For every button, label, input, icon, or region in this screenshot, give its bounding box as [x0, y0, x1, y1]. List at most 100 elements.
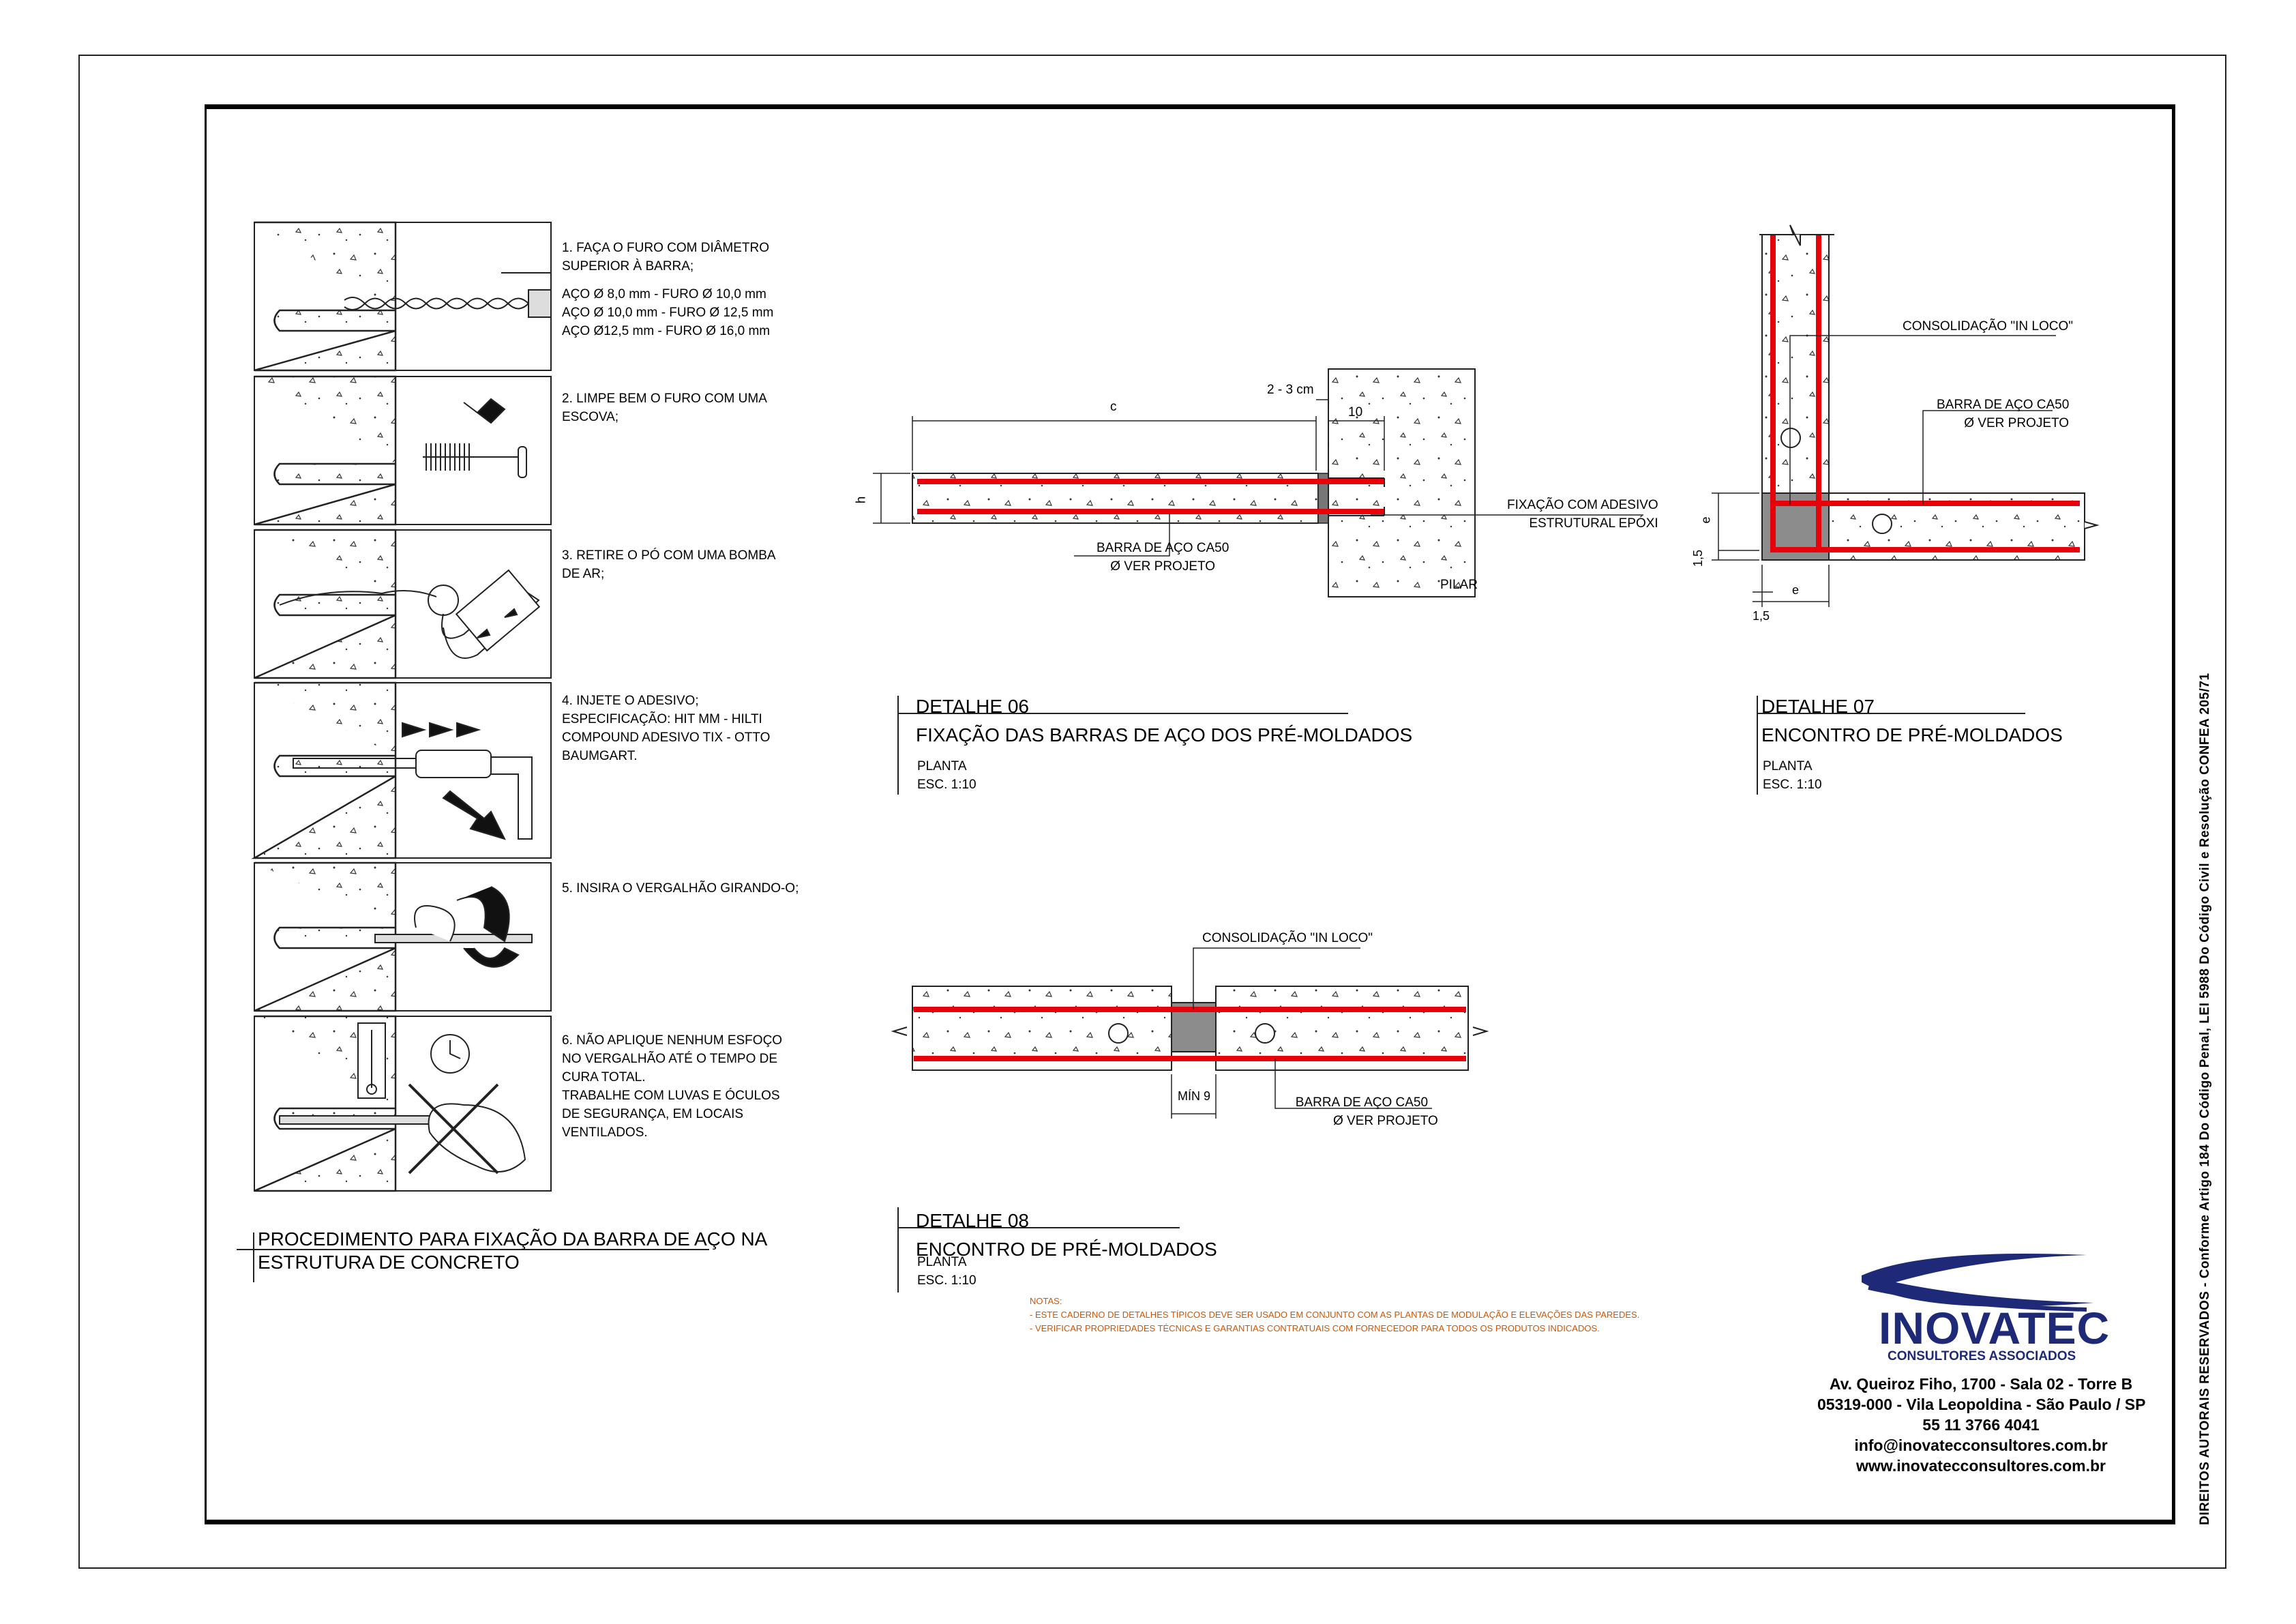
detail06-adhesive-label: FIXAÇÃO COM ADESIVO ESTRUTURAL EPÓXI	[1507, 496, 1658, 533]
detail06-scale: ESC. 1:10	[917, 778, 976, 792]
step-5-line-1: 5. INSIRA O VERGALHÃO GIRANDO-O;	[562, 881, 799, 896]
step-6-line-1: 6. NÃO APLIQUE NENHUM ESFOÇO	[562, 1033, 783, 1048]
inovatec-logo-swoosh	[1862, 1254, 2093, 1312]
company-address-1: Av. Queiroz Fiho, 1700 - Sala 02 - Torre…	[1829, 1375, 2133, 1393]
detail08-title-block: DETALHE 08 ENCONTRO DE PRÉ-MOLDADOS	[916, 1210, 1217, 1267]
detail07-dim-e-vertical: e	[1699, 516, 1713, 524]
detail06-dim-h: h	[854, 496, 869, 504]
procedure-title-line-2: ESTRUTURA DE CONCRETO	[258, 1252, 520, 1273]
step-1-spec-2: AÇO Ø 10,0 mm - FURO Ø 12,5 mm	[562, 306, 774, 320]
detail08-consolidation-label: CONSOLIDAÇÃO "IN LOCO"	[1202, 931, 1373, 945]
drill-icon	[344, 272, 552, 318]
detail06-dim-10: 10	[1348, 405, 1363, 419]
detail07-rebar-horizontal	[1773, 501, 2080, 552]
copyright-notice: DIREITOS AUTORAIS RESERVADOS - Conforme …	[2198, 673, 2212, 1525]
panel-4	[254, 682, 552, 859]
detail07-scale: ESC. 1:10	[1763, 778, 1822, 792]
step-2-line-1: 2. LIMPE BEM O FURO COM UMA	[562, 392, 767, 406]
step-6-line-4: TRABALHE COM LUVAS E ÓCULOS	[562, 1089, 780, 1103]
rotating-bar-icon	[374, 886, 533, 968]
step-1-text: 1. FAÇA O FURO COM DIÂMETRO SUPERIOR À B…	[562, 239, 773, 340]
detail06-adhesive-1: FIXAÇÃO COM ADESIVO	[1507, 498, 1658, 512]
detail08-bar-label-2: Ø VER PROJETO	[1333, 1114, 1438, 1128]
detail07-consolidation-label: CONSOLIDAÇÃO "IN LOCO"	[1903, 319, 2073, 334]
detail06-title: FIXAÇÃO DAS BARRAS DE AÇO DOS PRÉ-MOLDAD…	[916, 724, 1413, 745]
detail07-rebar-vertical	[1770, 235, 1821, 552]
detail08-view-scale: PLANTA ESC. 1:10	[917, 1253, 976, 1290]
notes-title: NOTAS:	[1030, 1296, 1062, 1306]
detail06-bar-label: BARRA DE AÇO CA50 Ø VER PROJETO	[1097, 539, 1229, 576]
detail06-adhesive-2: ESTRUTURAL EPÓXI	[1529, 516, 1658, 531]
panel-2	[254, 376, 552, 525]
detail08-min-label: MÍN 9	[1178, 1089, 1211, 1103]
company-contact: Av. Queiroz Fiho, 1700 - Sala 02 - Torre…	[1817, 1374, 2145, 1476]
detail06-title-block: DETALHE 06 FIXAÇÃO DAS BARRAS DE AÇO DOS…	[916, 696, 1413, 752]
detail07-dimensions	[1712, 335, 2056, 607]
detail08-scale: ESC. 1:10	[917, 1273, 976, 1288]
company-email: info@inovatecconsultores.com.br	[1854, 1436, 2108, 1454]
panel-3	[254, 529, 552, 679]
company-logo-sub: CONSULTORES ASSOCIADOS	[1888, 1349, 2076, 1363]
step-6-text: 6. NÃO APLIQUE NENHUM ESFOÇO NO VERGALHÃ…	[562, 1031, 782, 1142]
step-3-line-2: DE AR;	[562, 567, 605, 581]
no-force-icon	[279, 1022, 526, 1175]
step-1-line-2: SUPERIOR À BARRA;	[562, 259, 694, 274]
note-2: - VERIFICAR PROPRIEDADES TÉCNICAS E GARA…	[1030, 1323, 1600, 1333]
drawing-frame	[205, 104, 2175, 1524]
detail07-view-scale: PLANTA ESC. 1:10	[1763, 757, 1822, 794]
detail08-drawing	[891, 947, 1489, 1119]
detail06-bar-label-2: Ø VER PROJETO	[1110, 559, 1216, 574]
air-pump-icon	[279, 569, 541, 659]
procedure-title-line-1: PROCEDIMENTO PARA FIXAÇÃO DA BARRA DE AÇ…	[258, 1228, 768, 1250]
detail07-label: DETALHE 07	[1761, 696, 1875, 717]
detail06-pilar-label: PILAR	[1440, 578, 1478, 592]
panel-5	[254, 862, 552, 1012]
step-6-line-3: CURA TOTAL.	[562, 1070, 646, 1084]
company-web: www.inovatecconsultores.com.br	[1856, 1457, 2106, 1475]
detail08-rebar	[914, 1007, 1466, 1061]
step-4-line-4: BAUMGART.	[562, 749, 638, 763]
detail08-bar-label-1: BARRA DE AÇO CA50	[1295, 1095, 1429, 1110]
detail07-dim-e-horizontal: e	[1792, 583, 1800, 597]
detail07-drawing	[1712, 224, 2100, 607]
company-logo-name: INOVATEC	[1879, 1303, 2111, 1353]
step-6-line-2: NO VERGALHÃO ATÉ O TEMPO DE	[562, 1052, 778, 1066]
detail07-bar-label-1: BARRA DE AÇO CA50	[1937, 398, 2070, 412]
detail06-dim-gap: 2 - 3 cm	[1267, 383, 1314, 397]
detail07-bar-label: BARRA DE AÇO CA50 Ø VER PROJETO	[1937, 396, 2069, 432]
step-4-line-2: ESPECIFICAÇÃO: HIT MM - HILTI	[562, 712, 762, 726]
detail07-dim-15-horizontal: 1,5	[1753, 609, 1770, 623]
step-4-line-3: COMPOUND ADESIVO TIX - OTTO	[562, 730, 771, 745]
step-3-line-1: 3. RETIRE O PÓ COM UMA BOMBA	[562, 548, 776, 563]
detail06-dim-c: c	[1110, 400, 1117, 414]
detail08-title: ENCONTRO DE PRÉ-MOLDADOS	[916, 1239, 1217, 1260]
detail06-view-scale: PLANTA ESC. 1:10	[917, 757, 976, 794]
detail08-bar-label: BARRA DE AÇO CA50 Ø VER PROJETO	[1285, 1093, 1438, 1130]
detail07-dim-15-vertical: 1,5	[1691, 549, 1705, 567]
detail06-drawing	[873, 368, 1643, 597]
detail06-bar-label-1: BARRA DE AÇO CA50	[1097, 541, 1229, 555]
brush-icon	[423, 398, 527, 478]
step-1-line-1: 1. FAÇA O FURO COM DIÂMETRO	[562, 241, 770, 255]
panel-6	[254, 1016, 552, 1192]
step-2-line-2: ESCOVA;	[562, 410, 619, 424]
detail08-view: PLANTA	[917, 1255, 967, 1269]
step-3-text: 3. RETIRE O PÓ COM UMA BOMBA DE AR;	[562, 546, 776, 583]
detail06-drill-hole	[1328, 477, 1385, 516]
step-1-spec-3: AÇO Ø12,5 mm - FURO Ø 16,0 mm	[562, 324, 771, 338]
detail07-title: ENCONTRO DE PRÉ-MOLDADOS	[1761, 724, 2063, 745]
detail06-rebar	[917, 479, 1384, 514]
detail08-label: DETALHE 08	[916, 1210, 1029, 1231]
step-5-text: 5. INSIRA O VERGALHÃO GIRANDO-O;	[562, 879, 799, 898]
procedure-title: PROCEDIMENTO PARA FIXAÇÃO DA BARRA DE AÇ…	[258, 1228, 767, 1274]
detail07-title-block: DETALHE 07 ENCONTRO DE PRÉ-MOLDADOS	[1761, 696, 2063, 752]
step-6-line-6: VENTILADOS.	[562, 1125, 648, 1140]
note-1: - ESTE CADERNO DE DETALHES TÍPICOS DEVE …	[1030, 1310, 1640, 1320]
company-address-2: 05319-000 - Vila Leopoldina - São Paulo …	[1817, 1396, 2146, 1413]
sheet-border	[78, 55, 2226, 1569]
detail07-bar-label-2: Ø VER PROJETO	[1964, 416, 2070, 430]
step-4-text: 4. INJETE O ADESIVO; ESPECIFICAÇÃO: HIT …	[562, 692, 770, 765]
adhesive-gun-icon	[293, 722, 533, 840]
